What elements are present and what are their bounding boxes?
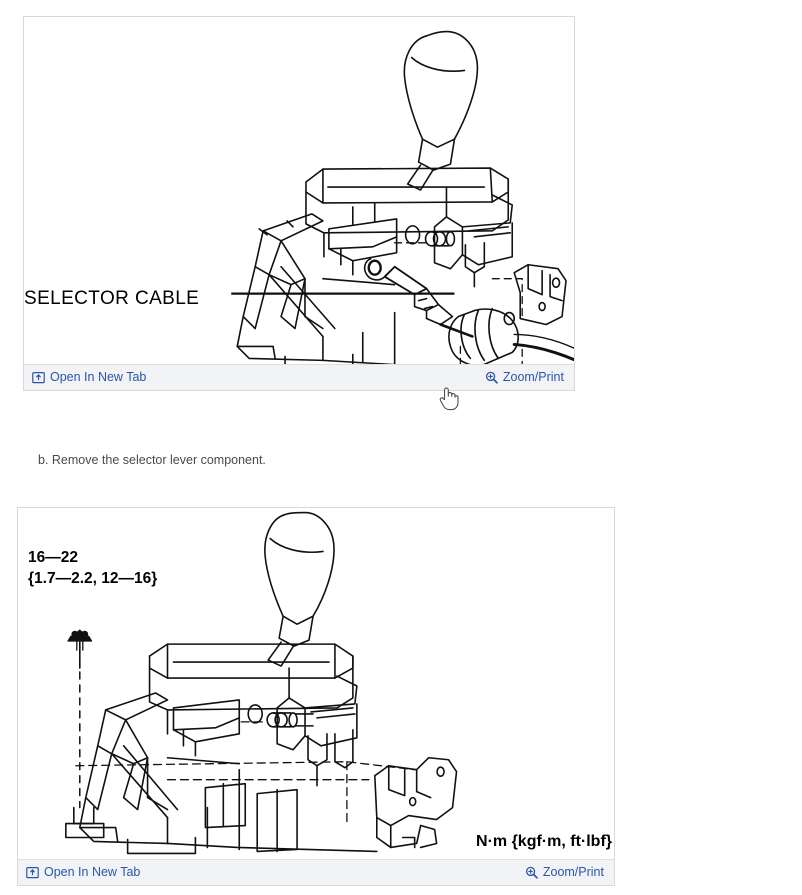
zoom-print-button-figure-two[interactable]: Zoom/Print xyxy=(525,866,604,879)
torque-spec-callout: 16—22 {1.7—2.2, 12—16} xyxy=(28,548,157,590)
figure-two-toolbar: Open In New Tab Zoom/Print xyxy=(18,859,614,885)
external-window-icon xyxy=(32,371,45,384)
open-in-new-tab-label: Open In New Tab xyxy=(44,865,141,880)
figure-panel-selector-lever-torque: 16—22 {1.7—2.2, 12—16} N·m {kgf·m, ft·lbf… xyxy=(17,507,615,886)
open-in-new-tab-label: Open In New Tab xyxy=(50,370,147,385)
torque-value: 16—22 xyxy=(28,549,78,566)
selector-cable-label: SELECTOR CABLE xyxy=(24,288,200,309)
selector-lever-drawing xyxy=(231,30,574,366)
selector-lever-component-drawing xyxy=(65,511,458,855)
figure-one-illustration: SELECTOR CABLE xyxy=(24,17,574,366)
figure-two-illustration: 16—22 {1.7—2.2, 12—16} N·m {kgf·m, ft·lbf… xyxy=(18,508,614,861)
magnifier-plus-icon xyxy=(525,866,538,879)
zoom-print-button-figure-one[interactable]: Zoom/Print xyxy=(485,371,564,384)
figure-panel-selector-cable: SELECTOR CABLE Open In New Tab xyxy=(23,16,575,391)
open-in-new-tab-button-figure-two[interactable]: Open In New Tab xyxy=(26,866,140,879)
magnifier-plus-icon xyxy=(485,371,498,384)
step-instruction-b: b. Remove the selector lever component. xyxy=(38,453,266,467)
torque-units-legend: N·m {kgf·m, ft·lbf} xyxy=(476,833,612,850)
external-window-icon xyxy=(26,866,39,879)
figure-one-toolbar: Open In New Tab Zoom/Print xyxy=(24,364,574,390)
zoom-print-label: Zoom/Print xyxy=(542,865,604,880)
zoom-print-label: Zoom/Print xyxy=(502,370,564,385)
torque-alt-units: {1.7—2.2, 12—16} xyxy=(28,569,158,587)
open-in-new-tab-button-figure-one[interactable]: Open In New Tab xyxy=(32,371,146,384)
